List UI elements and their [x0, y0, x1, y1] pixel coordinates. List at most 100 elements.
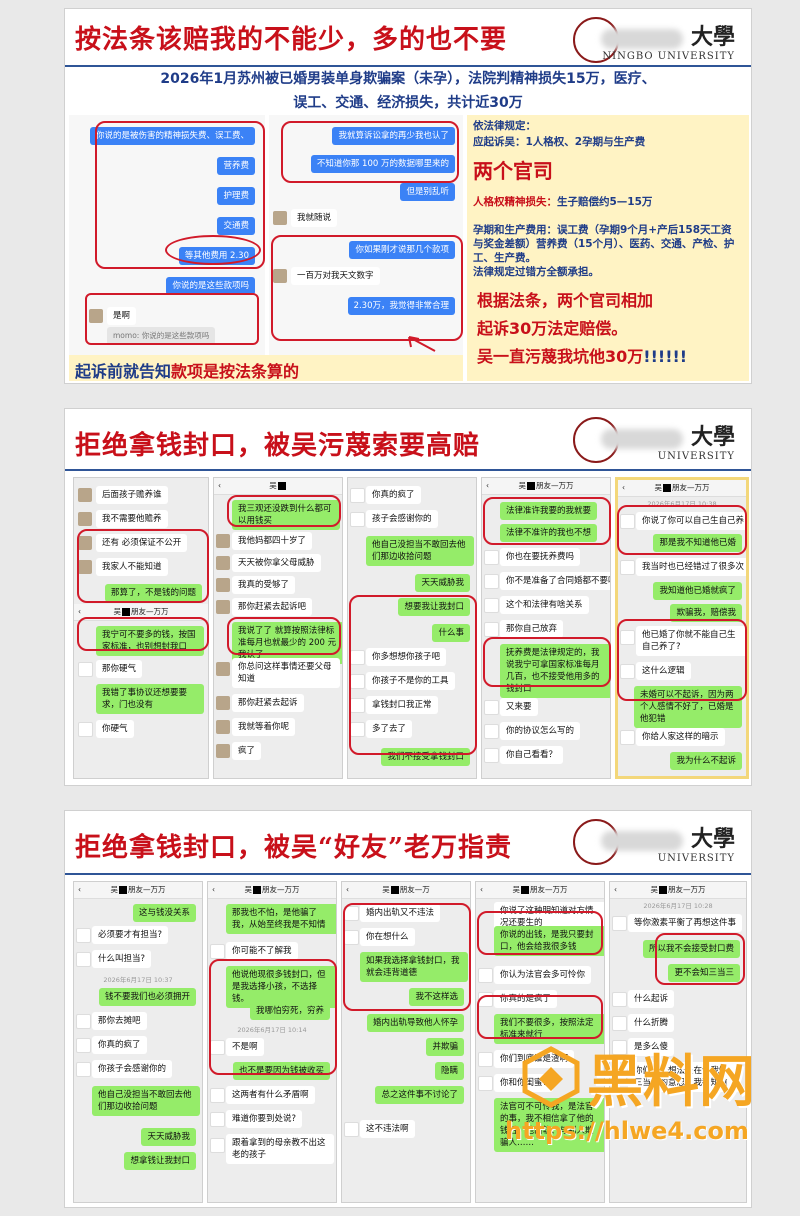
avatar	[484, 724, 499, 739]
chat-bubble: 是多么傻	[628, 1038, 675, 1056]
back-icon[interactable]: ‹	[614, 885, 617, 894]
chat-bubble: 我宁可不要多的钱，按国家标准，也别想封我口	[96, 626, 204, 656]
avatar	[78, 488, 92, 502]
chat-bubble: 等你激素平衡了再想这件事	[628, 914, 743, 932]
avatar	[620, 560, 635, 575]
chat-screenshot: ‹吴朋友—万万 这与钱没关系 必须要才有担当? 什么叫担当? 2026年6月17…	[73, 881, 203, 1203]
arrow-icon	[408, 336, 436, 352]
chat-timestamp: 2026年6月17日 10:14	[237, 1026, 307, 1034]
chat-header: ‹吴朋友—万万	[618, 480, 746, 497]
avatar	[216, 534, 230, 548]
back-icon[interactable]: ‹	[78, 885, 81, 894]
chat-header: ‹吴朋友—万万	[610, 882, 746, 899]
avatar	[89, 309, 103, 323]
chat-bubble: 你真的疯了	[92, 1036, 147, 1054]
back-icon[interactable]: ‹	[78, 607, 81, 616]
avatar	[210, 944, 225, 959]
chat-bubble: 这两者有什么矛盾啊	[226, 1086, 315, 1104]
chat-bubble: 法律准许我要的我就要	[500, 502, 598, 520]
avatar	[78, 722, 93, 737]
chat-bubble: 什么起诉	[628, 990, 675, 1008]
chat-header: ‹吴朋友—万万	[482, 478, 610, 495]
avatar	[76, 1014, 91, 1029]
university-name-cn: 大學	[690, 826, 735, 852]
back-icon[interactable]: ‹	[346, 885, 349, 894]
chat-bubble: 什么事	[432, 624, 470, 642]
avatar	[216, 662, 230, 676]
back-icon[interactable]: ‹	[218, 481, 221, 490]
chat-bubble: 他自己没担当不敢回去他们那边收拾问题	[366, 536, 474, 566]
conclusion: 根据法条，两个官司相加 起诉30万法定赔偿。 吴一直污蔑我坑他30万!!!!!!	[477, 287, 687, 371]
avatar	[478, 1052, 493, 1067]
university-name-en: NINGBO UNIVERSITY	[602, 51, 735, 62]
avatar	[210, 1138, 225, 1153]
chat-bubble: 这个和法律有啥关系	[500, 596, 589, 614]
avatar	[273, 269, 287, 283]
bottom-note: 起诉前就告知款项是按法条算的	[69, 355, 463, 381]
title-divider	[65, 873, 751, 875]
avatar	[478, 1076, 493, 1091]
avatar	[216, 556, 230, 570]
chat-bubble: 我真的受够了	[232, 576, 296, 594]
avatar	[478, 968, 493, 983]
slide-3-title: 拒绝拿钱封口，被吴“好友”老万指责	[75, 833, 512, 863]
chat-bubble: 你可能不了解我	[226, 942, 298, 960]
slide-2: 拒绝拿钱封口，被吴污蔑索要高赔 大學 UNIVERSITY 后面孩子赡养谁 我不…	[64, 408, 752, 786]
case-summary-line-1: 2026年1月苏州被已婚男装单身欺骗案（未孕），法院判精神损失15万，医疗、	[160, 71, 656, 87]
watermark-logo: 黑料网	[587, 1050, 752, 1115]
back-icon[interactable]: ‹	[212, 885, 215, 894]
avatar	[484, 622, 499, 637]
chat-bubble: 你真的疯了	[366, 486, 421, 504]
chat-bubble: 那你赶紧去起诉	[232, 694, 304, 712]
chat-bubble: 我不需要他赡养	[96, 510, 168, 528]
chat-bubble: 什么叫担当?	[92, 950, 152, 968]
blurred-name	[601, 831, 683, 851]
avatar	[78, 560, 92, 574]
chat-bubble: 你给人家这样的暗示	[636, 728, 725, 746]
chat-bubble: 我他妈都四十岁了	[232, 532, 313, 550]
chat-bubble: 我哪怕穷死，穷养	[249, 1002, 330, 1020]
chat-bubble: 你如果刚才说那几个款项	[349, 241, 455, 259]
avatar	[620, 730, 635, 745]
chat-bubble: 我当时也已经错过了很多次	[636, 558, 746, 576]
chat-bubble: 2.30万，我觉得非常合理	[347, 297, 455, 315]
avatar	[350, 488, 365, 503]
chat-bubble: 那我也不怕，是他骗了我，从始至终我是不知情	[226, 904, 336, 934]
chat-bubble: 多了去了	[366, 720, 413, 738]
chat-bubble: 你硬气	[96, 720, 134, 738]
university-name-cn: 大學	[690, 424, 735, 450]
chat-bubble: 不知道你那 100 万的数据哪里来的	[310, 155, 455, 173]
highlight-box	[349, 595, 477, 755]
avatar	[612, 1016, 627, 1031]
law-value: 生子赔偿约5—15万	[557, 196, 653, 208]
slide-1-title: 按法条该赔我的不能少，多的也不要	[75, 25, 508, 55]
back-icon[interactable]: ‹	[480, 885, 483, 894]
chat-bubble: 一百万对我天文数字	[291, 267, 380, 285]
chat-bubble: 跟着拿到的母亲教不出这老的孩子	[226, 1134, 334, 1164]
chat-bubble: 天天威胁我	[415, 574, 470, 592]
conclusion-part: 污蔑我坑他30万	[525, 347, 644, 366]
back-icon[interactable]: ‹	[486, 481, 489, 490]
chat-bubble: 想拿钱让我封口	[124, 1152, 196, 1170]
chat-bubble: 你的协议怎么写的	[500, 722, 581, 740]
avatar	[78, 512, 92, 526]
back-icon[interactable]: ‹	[622, 483, 625, 492]
chat-bubble: 那是我不知道他已婚	[653, 534, 742, 552]
chat-header: ‹吴朋友—万	[342, 882, 470, 899]
chat-header: ‹吴朋友—万万	[208, 882, 336, 899]
chat-bubble: 你们这个想法是在让我知三当三的意思，我都知道	[628, 1062, 740, 1092]
chat-bubble: 那你赶紧去起诉吧	[232, 598, 313, 616]
avatar	[620, 514, 635, 529]
avatar	[216, 720, 230, 734]
university-name-en: UNIVERSITY	[657, 853, 735, 864]
chat-bubble: 总之这件事不讨论了	[375, 1086, 464, 1104]
chat-bubble: 也不是要因为钱被收买	[232, 1062, 330, 1080]
highlight-box	[617, 619, 747, 701]
chat-bubble: 那算了，不是钱的问题	[104, 584, 202, 602]
watermark-url: https://hlwe4.com	[505, 1117, 749, 1145]
university-logo: 大學 UNIVERSITY	[573, 417, 743, 469]
avatar	[76, 928, 91, 943]
chat-bubble: 难道你要到处说?	[226, 1110, 303, 1128]
avatar	[484, 598, 499, 613]
chat-bubble: 我家人不能知道	[96, 558, 168, 576]
